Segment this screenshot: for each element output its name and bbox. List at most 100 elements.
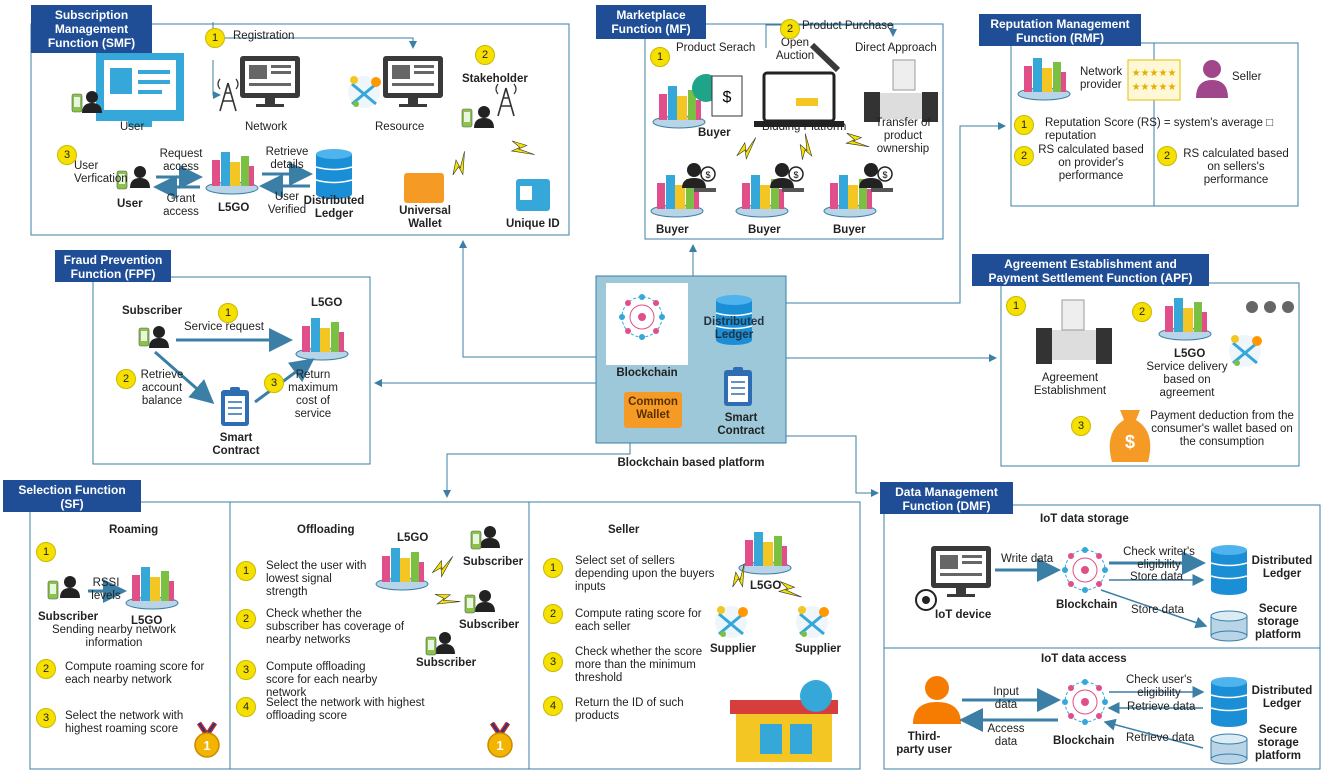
gavel-icon <box>809 42 841 73</box>
request-access-label: Request access <box>159 148 203 173</box>
connector-smf <box>459 240 596 358</box>
seller-step4-badge: 4 <box>543 696 563 716</box>
resource-label: Resource <box>375 121 425 133</box>
seller-label: Seller <box>1232 71 1262 83</box>
roaming-sending-label: Sending nearby network information <box>51 624 177 649</box>
rs-formula-label: Reputation Score (RS) = system's average… <box>1045 117 1274 142</box>
agreement-label: Agreement Establishment <box>1033 372 1107 397</box>
storage-ledger-label: Distributed Ledger <box>1251 555 1313 580</box>
storage-title: IoT data storage <box>1040 513 1129 525</box>
retrieve-data-label-1: Retrieve data <box>1127 701 1196 713</box>
seller-step3-label: Check whether the score more than the mi… <box>575 646 703 684</box>
open-auction-label: Open Auction <box>775 37 815 62</box>
supplier-icon <box>794 604 831 640</box>
dmf-ledger-icon <box>1210 544 1248 596</box>
return-cost-label: Return maximum cost of service <box>288 369 338 420</box>
mf-header: Marketplace Function (MF) <box>596 5 706 39</box>
seller-person-icon <box>1203 60 1221 78</box>
supplier-label-1: Supplier <box>710 643 757 655</box>
smf-ledger-label: Distributed Ledger <box>303 195 365 220</box>
rating-stars-icon <box>1127 59 1181 101</box>
universal-wallet-icon <box>404 173 444 203</box>
fpf-step1-badge: 1 <box>218 303 238 323</box>
offload-step4-label: Select the network with highest offloadi… <box>266 697 425 722</box>
offload-step2-label: Check whether the subscriber has coverag… <box>266 608 405 646</box>
store-data-label-1: Store data <box>1130 571 1184 583</box>
apf-tools-icon <box>1227 333 1264 369</box>
fpf-header: Fraud Prevention Function (FPF) <box>55 250 171 282</box>
connector-dmf <box>786 435 879 497</box>
smart-contract-label: Smart Contract <box>717 412 765 437</box>
transfer-ownership-label: Transfer of product ownership <box>875 117 931 155</box>
roaming-phone-icon <box>47 580 59 600</box>
offload-step4-badge: 4 <box>236 697 256 717</box>
offload-l5go-label: L5GO <box>397 532 429 544</box>
retrieve-details-label: Retrieve details <box>265 146 309 171</box>
smf-step2-badge: 2 <box>475 45 495 65</box>
roaming-step2-label: Compute roaming score for each nearby ne… <box>65 661 205 686</box>
storage-secure-label: Secure storage platform <box>1255 603 1301 641</box>
svg-text:★★★★★: ★★★★★ <box>1132 82 1177 93</box>
fpf-contract-icon <box>220 386 250 427</box>
user-phone-icon <box>71 93 83 113</box>
roaming-title: Roaming <box>109 524 159 536</box>
registration-label: Registration <box>233 30 295 42</box>
apf-header: Agreement Establishment and Payment Sett… <box>972 254 1209 286</box>
buyer-label-2: Buyer <box>748 224 781 236</box>
stakeholder-phone-icon <box>461 108 473 128</box>
offload-subscriber-label-1: Subscriber <box>463 556 524 568</box>
smf-step1-badge: 1 <box>205 28 225 48</box>
third-party-user-icon <box>925 676 949 700</box>
smart-contract-icon <box>723 366 753 407</box>
smf-step3-badge: 3 <box>57 145 77 165</box>
distributed-ledger-label: Distributed Ledger <box>703 316 765 341</box>
stakeholder-label: Stakeholder <box>462 73 528 85</box>
supplier-icon <box>713 604 750 640</box>
blockchain-icon-bg <box>606 283 688 365</box>
rmf-step2a-badge: 2 <box>1014 146 1034 166</box>
product-search-label: Product Serach <box>676 42 756 54</box>
rssi-label: RSSI levels <box>91 577 121 602</box>
access-secure-label: Secure storage platform <box>1255 724 1301 762</box>
rs-provider-label: RS calculated based on provider's perfor… <box>1038 144 1144 182</box>
blockchain-label: Blockchain <box>616 367 678 379</box>
seller-step1-label: Select set of sellers depending upon the… <box>575 555 715 593</box>
seller-l5go-label: L5GO <box>750 580 782 592</box>
platform-title: Blockchain based platform <box>617 457 765 469</box>
check-user-label: Check user's eligibility <box>1125 674 1193 699</box>
user-verified-label: User Verified <box>267 191 307 216</box>
svg-text:★★★★★: ★★★★★ <box>1132 68 1177 79</box>
connector-rmf <box>786 122 1006 304</box>
seller-step2-badge: 2 <box>543 604 563 624</box>
access-data-label: Access data <box>987 723 1025 748</box>
universal-wallet-label: Universal Wallet <box>399 205 451 230</box>
rs-seller-label: RS calculated based on sellers's perform… <box>1183 148 1289 186</box>
mf-step1-badge: 1 <box>650 47 670 67</box>
third-party-label: Third-party user <box>896 731 952 756</box>
offload-step3-label: Compute offloading score for each nearby… <box>266 661 378 699</box>
roaming-step1-badge: 1 <box>36 542 56 562</box>
roaming-step2-badge: 2 <box>36 659 56 679</box>
iot-sensor-icon <box>915 589 937 611</box>
buyer-top-label: Buyer <box>698 127 731 139</box>
buyer-label-3: Buyer <box>833 224 866 236</box>
dmf-storage-icon <box>1210 610 1248 642</box>
fpf-step3-badge: 3 <box>264 373 284 393</box>
roaming-subscriber-label: Subscriber <box>38 611 99 623</box>
apf-step3-badge: 3 <box>1071 416 1091 436</box>
money-bag-icon <box>1109 410 1151 462</box>
offload-step3-badge: 3 <box>236 660 256 680</box>
resource-tools-icon <box>346 74 383 110</box>
fpf-step2-badge: 2 <box>116 369 136 389</box>
seller-step1-badge: 1 <box>543 558 563 578</box>
seller-step2-label: Compute rating score for each seller <box>575 608 702 633</box>
service-delivery-label: Service delivery based on agreement <box>1146 361 1228 399</box>
seller-step4-label: Return the ID of such products <box>575 697 684 722</box>
offload-subscriber-label-2: Subscriber <box>459 619 520 631</box>
common-wallet-icon <box>624 392 682 428</box>
apf-l5go-label: L5GO <box>1174 348 1206 360</box>
access-ledger-label: Distributed Ledger <box>1251 685 1313 710</box>
apf-step2-badge: 2 <box>1132 302 1152 322</box>
roaming-step3-badge: 3 <box>36 708 56 728</box>
